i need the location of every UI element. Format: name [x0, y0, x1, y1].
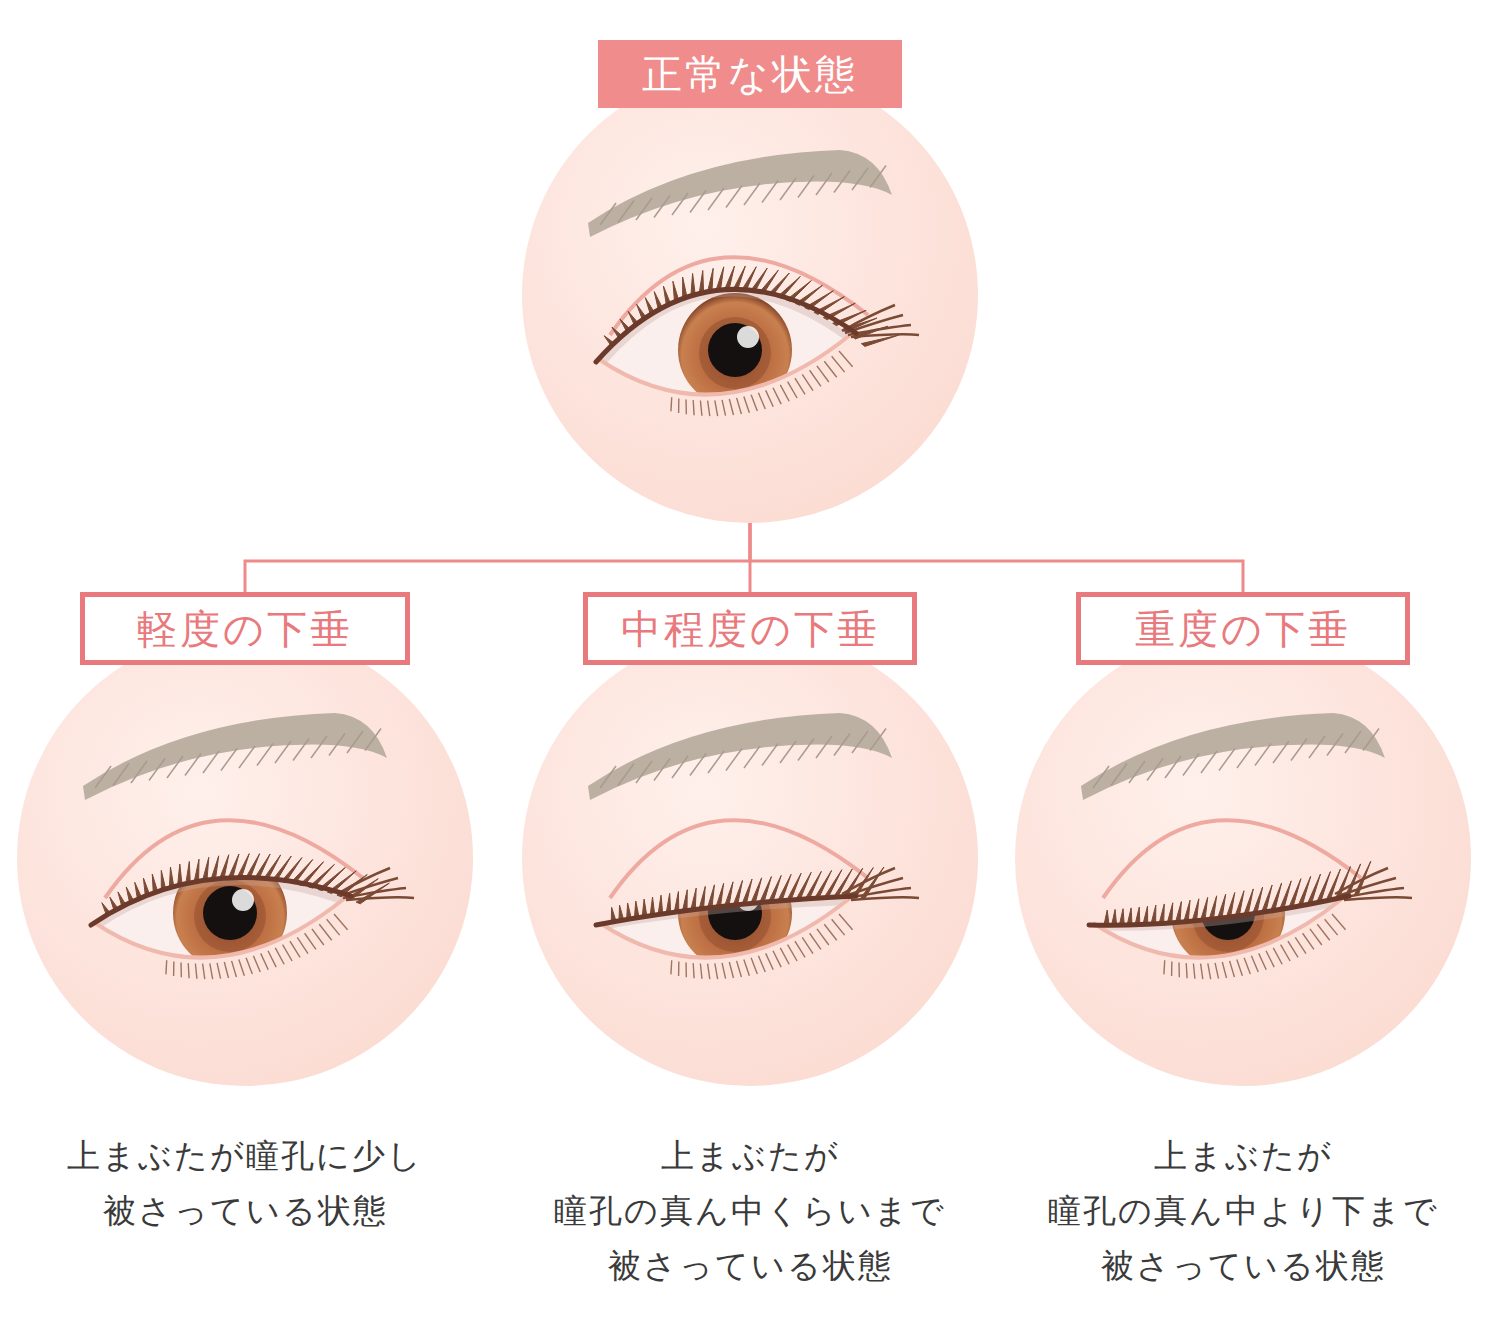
description-text: 上まぶたが 瞳孔の真ん中くらいまで 被さっている状態 — [554, 1128, 946, 1293]
description-text: 上まぶたが瞳孔に少し 被さっている状態 — [67, 1128, 423, 1238]
grade-label-box: 軽度の下垂 — [80, 592, 410, 665]
eye-illustration — [83, 713, 414, 979]
eye-circle — [522, 67, 978, 523]
grade-label: 軽度の下垂 — [137, 605, 353, 653]
tree-connector — [750, 523, 1243, 592]
eye-illustration — [588, 713, 919, 979]
eye-circle — [522, 630, 978, 1086]
grade-label: 重度の下垂 — [1135, 605, 1351, 653]
description-block: 上まぶたが 瞳孔の真ん中より下まで 被さっている状態 — [1015, 1128, 1471, 1293]
ptosis-grade-node: 中程度の下垂上まぶたが 瞳孔の真ん中くらいまで 被さっている状態 — [522, 592, 978, 1282]
eye-circle — [1015, 630, 1471, 1086]
grade-label-box: 中程度の下垂 — [583, 592, 917, 665]
grade-label: 中程度の下垂 — [621, 605, 880, 653]
grade-label: 正常な状態 — [642, 50, 858, 98]
ptosis-grade-node: 軽度の下垂上まぶたが瞳孔に少し 被さっている状態 — [17, 592, 473, 1282]
tree-connector — [245, 523, 750, 592]
skin-circle — [522, 630, 978, 1086]
eye-illustration — [1081, 713, 1412, 979]
description-block: 上まぶたが 瞳孔の真ん中くらいまで 被さっている状態 — [522, 1128, 978, 1293]
grade-label-box: 重度の下垂 — [1076, 592, 1410, 665]
skin-circle — [522, 67, 978, 523]
skin-circle — [1015, 630, 1471, 1086]
description-block: 上まぶたが瞳孔に少し 被さっている状態 — [17, 1128, 473, 1238]
grade-label-box: 正常な状態 — [598, 40, 902, 108]
normal-state-node: 正常な状態 — [522, 40, 978, 523]
description-text: 上まぶたが 瞳孔の真ん中より下まで 被さっている状態 — [1048, 1128, 1439, 1293]
skin-circle — [17, 630, 473, 1086]
eye-illustration — [588, 150, 919, 416]
eye-circle — [17, 630, 473, 1086]
ptosis-grade-node: 重度の下垂上まぶたが 瞳孔の真ん中より下まで 被さっている状態 — [1015, 592, 1471, 1282]
